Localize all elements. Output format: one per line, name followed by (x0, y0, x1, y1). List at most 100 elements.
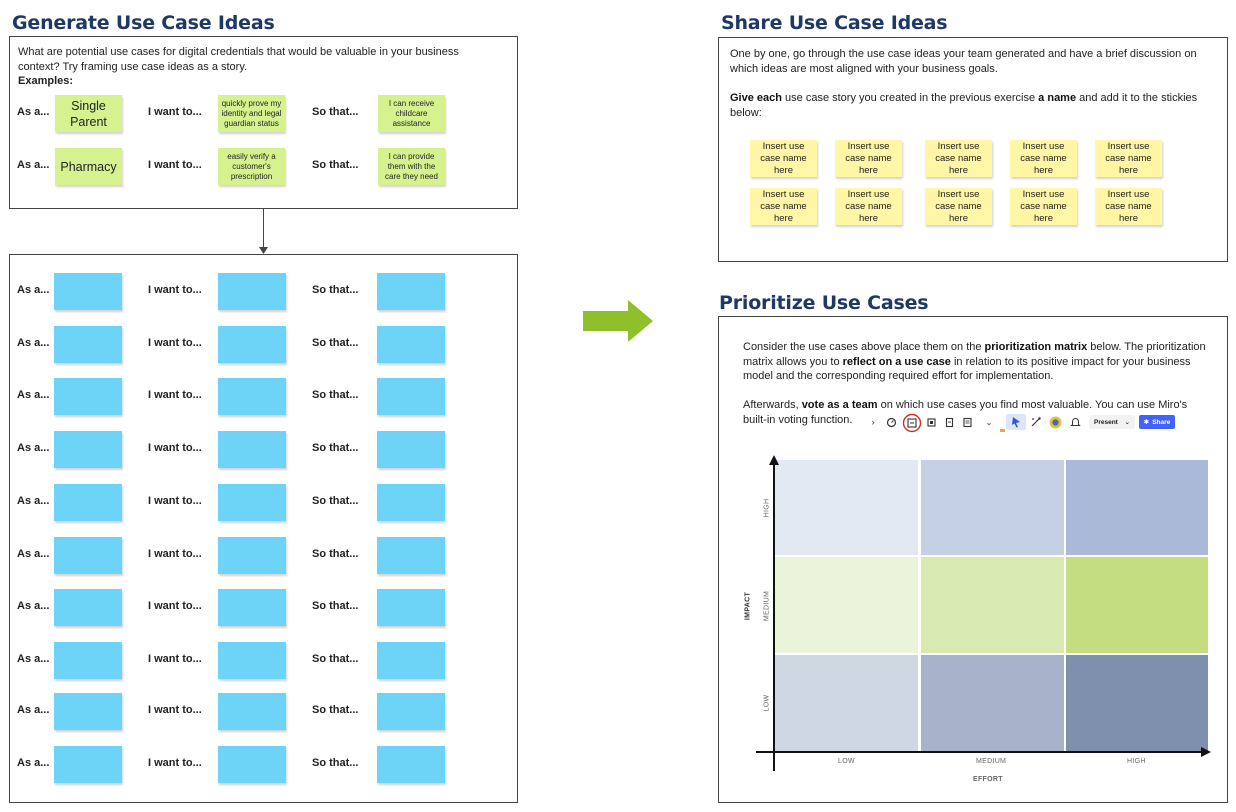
sticky-note[interactable] (218, 589, 286, 626)
as-a-label: As a... (17, 389, 50, 401)
matrix-cell (1066, 460, 1208, 555)
i-want-to-label: I want to... (148, 653, 202, 665)
matrix-cell (921, 557, 1064, 653)
sticky-note[interactable] (54, 326, 122, 363)
share-button[interactable]: ✱Share (1139, 415, 1175, 429)
sticky-note[interactable]: Insert use case name here (1095, 140, 1162, 177)
sticky-note[interactable] (218, 746, 286, 783)
sticky-note[interactable]: Insert use case name here (1010, 188, 1077, 225)
sticky-note[interactable] (377, 693, 445, 730)
sticky-note[interactable] (377, 642, 445, 679)
cursor-button[interactable] (1006, 414, 1026, 430)
sticky-note[interactable] (218, 693, 286, 730)
sticky-note[interactable] (218, 273, 286, 310)
matrix-cell (921, 655, 1064, 752)
sticky-note[interactable] (54, 642, 122, 679)
so-that-label: So that... (312, 389, 359, 401)
x-axis-label: EFFORT (973, 776, 1003, 783)
party-icon[interactable] (1030, 416, 1042, 428)
i-want-to-label: I want to... (148, 389, 202, 401)
sticky-note[interactable]: Insert use case name here (925, 188, 992, 225)
as-a-label: As a... (17, 757, 50, 769)
so-that-label: So that... (312, 757, 359, 769)
sticky-note[interactable]: Insert use case name here (925, 140, 992, 177)
y-tick-high: HIGH (763, 498, 771, 518)
sticky-note[interactable] (54, 746, 122, 783)
sticky-note[interactable] (218, 484, 286, 521)
generate-intro: What are potential use cases for digital… (18, 46, 459, 73)
sticky-note[interactable] (218, 642, 286, 679)
sticky-note[interactable]: Insert use case name here (750, 188, 817, 225)
sticky-note: I can provide them with the care they ne… (378, 148, 445, 185)
sticky-note[interactable] (54, 273, 122, 310)
sticky-note[interactable]: Insert use case name here (1095, 188, 1162, 225)
as-a-label: As a... (17, 653, 50, 665)
i-want-to-label: I want to... (148, 548, 202, 560)
sticky-note[interactable] (218, 537, 286, 574)
as-a-label: As a... (17, 495, 50, 507)
sticky-note[interactable] (377, 326, 445, 363)
sticky-note[interactable] (218, 378, 286, 415)
screen-icon[interactable] (944, 417, 955, 428)
sticky-note[interactable] (377, 378, 445, 415)
matrix-axes (756, 455, 1211, 771)
sticky-note[interactable] (54, 589, 122, 626)
notes-icon[interactable] (962, 417, 973, 428)
share-icon: ✱ (1143, 419, 1150, 426)
as-a-label: As a... (17, 600, 50, 612)
sticky-note: Single Parent (55, 95, 122, 132)
sticky-note[interactable] (377, 273, 445, 310)
bell-icon[interactable] (1070, 417, 1081, 428)
matrix-cell (775, 655, 918, 752)
voting-icon[interactable] (902, 413, 922, 433)
matrix-cell (775, 557, 918, 653)
so-that-label: So that... (312, 653, 359, 665)
sticky-note[interactable] (377, 537, 445, 574)
avatar[interactable] (1049, 416, 1062, 429)
sticky-note[interactable] (218, 326, 286, 363)
chevron-right-icon[interactable]: › (871, 417, 875, 427)
present-button[interactable]: Present⌄ (1089, 415, 1135, 429)
share-label: Share (1152, 418, 1171, 426)
timer-icon[interactable] (886, 417, 897, 428)
as-a-label: As a... (17, 284, 50, 296)
i-want-to-label: I want to... (148, 600, 202, 612)
i-want-to-label: I want to... (148, 106, 202, 118)
sticky-note: quickly prove my identity and legal guar… (218, 95, 285, 132)
sticky-note[interactable] (54, 693, 122, 730)
sticky-note[interactable] (377, 484, 445, 521)
x-tick-low: LOW (838, 758, 855, 765)
i-want-to-label: I want to... (148, 757, 202, 769)
i-want-to-label: I want to... (148, 442, 202, 454)
sticky-note[interactable] (377, 589, 445, 626)
generate-title: Generate Use Case Ideas (12, 12, 275, 34)
sticky-note[interactable] (377, 746, 445, 783)
as-a-label: As a... (17, 159, 50, 171)
i-want-to-label: I want to... (148, 495, 202, 507)
so-that-label: So that... (312, 337, 359, 349)
matrix-cell (1066, 557, 1208, 653)
so-that-label: So that... (312, 442, 359, 454)
arrow-right-icon (583, 300, 653, 342)
so-that-label: So that... (312, 600, 359, 612)
sticky-note[interactable]: Insert use case name here (1010, 140, 1077, 177)
frame-icon[interactable] (926, 417, 937, 428)
sticky-note[interactable] (54, 378, 122, 415)
so-that-label: So that... (312, 284, 359, 296)
sticky-note[interactable]: Insert use case name here (835, 140, 902, 177)
sticky-note[interactable]: Insert use case name here (835, 188, 902, 225)
sticky-note[interactable] (54, 537, 122, 574)
sticky-note[interactable] (54, 431, 122, 468)
y-tick-low: LOW (763, 694, 771, 712)
sticky-note[interactable] (377, 431, 445, 468)
so-that-label: So that... (312, 548, 359, 560)
prioritize-title: Prioritize Use Cases (719, 292, 929, 314)
i-want-to-label: I want to... (148, 284, 202, 296)
sticky-note[interactable] (218, 431, 286, 468)
chevron-down-icon[interactable]: ⌄ (985, 417, 993, 427)
so-that-label: So that... (312, 495, 359, 507)
present-label: Present (1094, 418, 1118, 426)
sticky-note[interactable]: Insert use case name here (750, 140, 817, 177)
sticky-note[interactable] (54, 484, 122, 521)
so-that-label: So that... (312, 106, 359, 118)
